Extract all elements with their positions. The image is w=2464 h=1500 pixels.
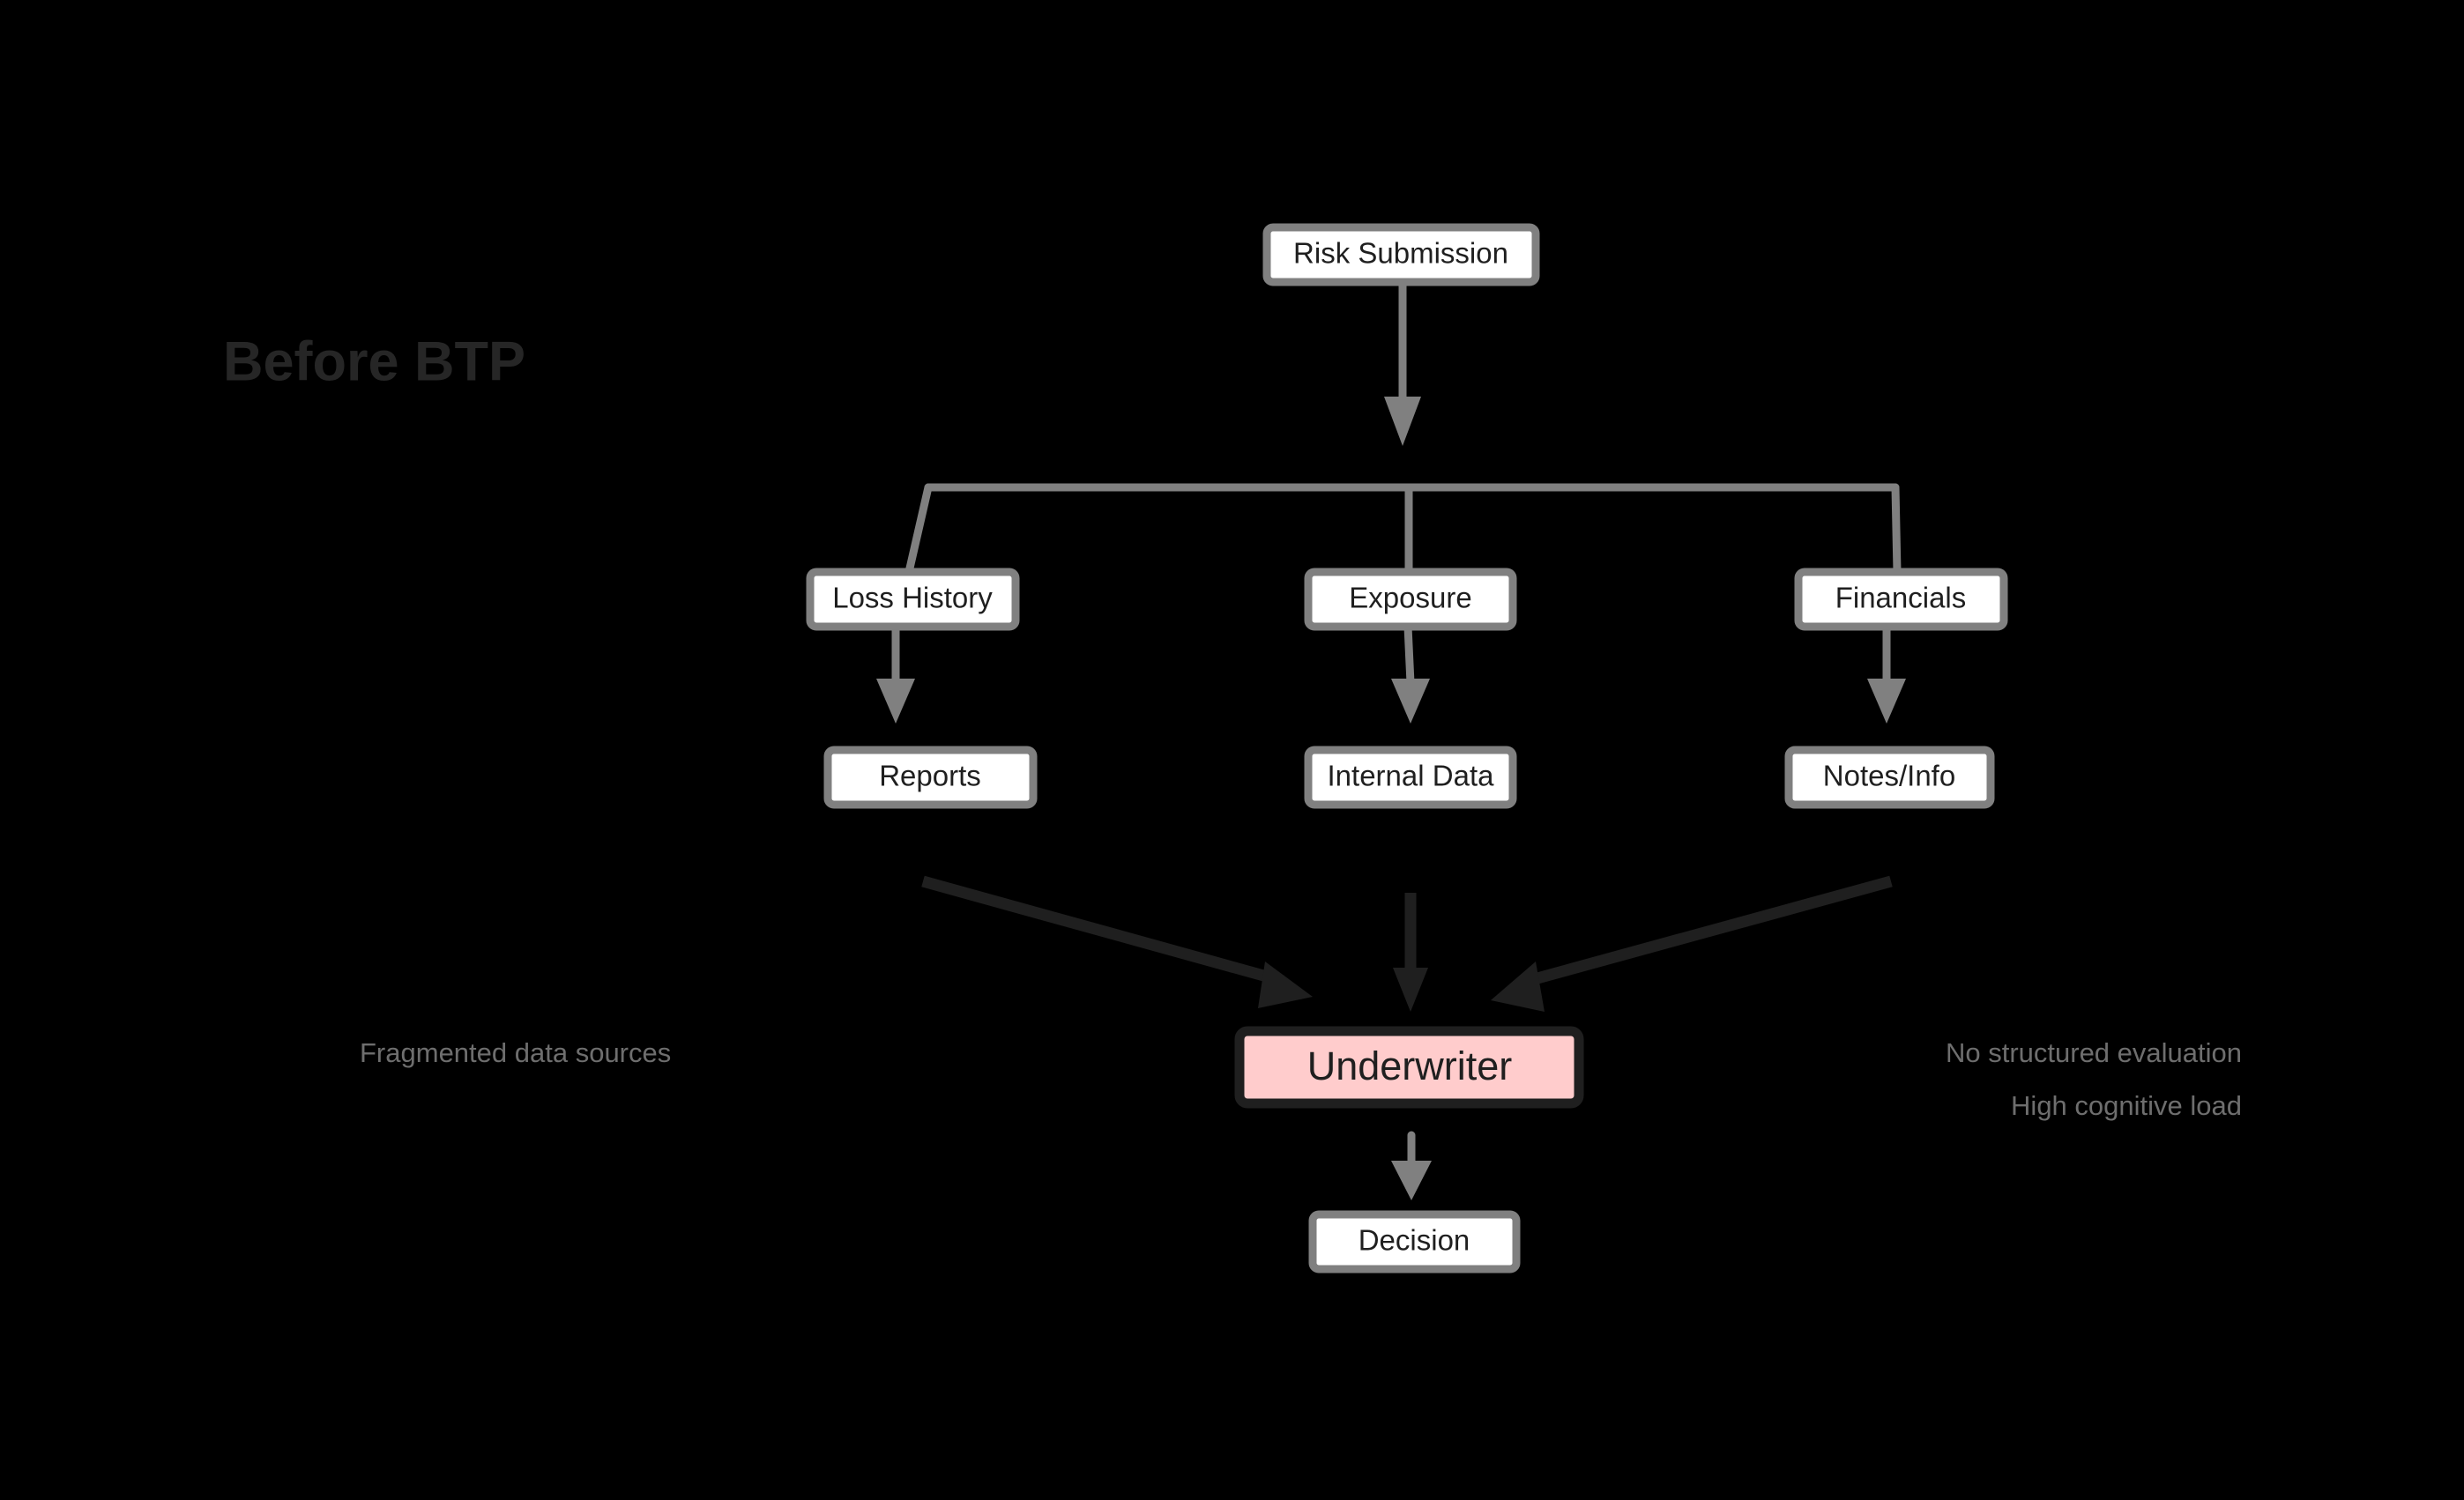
node-label: Decision [1359,1224,1470,1257]
node-box[interactable] [806,568,1020,631]
node-underwriter[interactable]: Underwriter [1234,1026,1584,1109]
node-exposure[interactable]: Exposure [1304,568,1517,631]
node-label: Notes/Info [1823,760,1955,792]
note-high-cognitive-load: High cognitive load [2011,1090,2242,1121]
node-box[interactable] [1304,568,1517,631]
edge-exposure-to-internal-data [1391,622,1430,724]
edge-bus-to-loss-history [904,483,933,576]
edge-underwriter-to-decision [1391,1131,1432,1200]
edges-group [876,279,1906,1200]
node-label: Underwriter [1307,1043,1513,1088]
edge-reports-to-underwriter [921,875,1313,1008]
node-box[interactable] [1262,223,1540,286]
edge-loss-history-to-reports [876,622,915,724]
node-box[interactable] [1784,746,1995,809]
edge-internal-data-to-underwriter [1393,893,1428,1012]
node-internal-data[interactable]: Internal Data [1304,746,1517,809]
note-no-structured-evaluation: No structured evaluation [1946,1037,2242,1068]
annotations-group: Fragmented data sources No structured ev… [360,1037,2242,1121]
nodes-group: Risk Submission Loss History Exposure Fi… [806,223,2008,1274]
edge-financials-to-notes-info [1867,622,1906,724]
arrowhead-icon [1393,968,1428,1012]
arrowhead-icon [876,679,915,724]
edge-notes-info-to-underwriter [1491,875,1893,1012]
node-label: Internal Data [1328,760,1495,792]
edge-risk-to-bus [1384,279,1421,446]
node-notes-info[interactable]: Notes/Info [1784,746,1995,809]
arrowhead-icon [1391,679,1430,724]
node-reports[interactable]: Reports [823,746,1038,809]
node-label: Exposure [1349,582,1471,614]
node-decision[interactable]: Decision [1308,1210,1521,1274]
edge-bus-to-financials [1891,483,1902,576]
arrowhead-icon [1258,962,1313,1008]
node-box[interactable] [1794,568,2008,631]
arrowhead-icon [1491,962,1545,1012]
node-box[interactable] [1308,1210,1521,1274]
node-label: Financials [1835,582,1967,614]
edge-branch-bus [904,483,1902,576]
arrowhead-icon [1384,397,1421,446]
arrowhead-icon [1391,1161,1432,1200]
page-title: Before BTP [223,331,525,393]
node-label: Loss History [832,582,993,614]
arrowhead-icon [1867,679,1906,724]
node-box[interactable] [1304,746,1517,809]
node-box[interactable] [823,746,1038,809]
node-financials[interactable]: Financials [1794,568,2008,631]
node-risk-submission[interactable]: Risk Submission [1262,223,1540,286]
node-loss-history[interactable]: Loss History [806,568,1020,631]
node-box[interactable] [1234,1026,1584,1109]
note-fragmented-data-sources: Fragmented data sources [360,1037,671,1068]
node-label: Reports [879,760,981,792]
node-label: Risk Submission [1293,237,1508,270]
